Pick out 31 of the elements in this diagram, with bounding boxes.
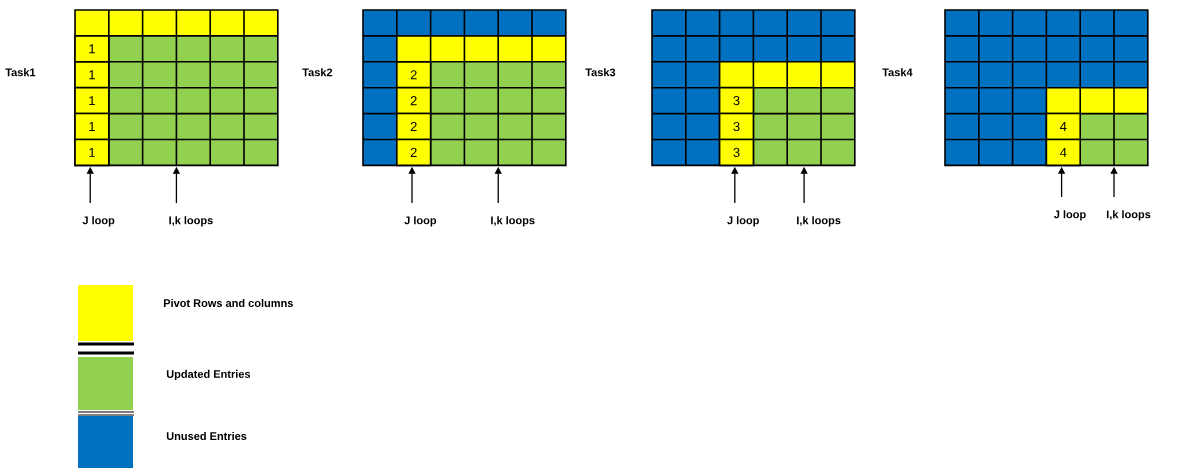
number-cell: 3 <box>718 86 755 115</box>
task-label: Task1 <box>5 68 36 77</box>
number-cell: 1 <box>74 138 110 167</box>
loop-label: J loop <box>404 216 437 227</box>
task-label: Task3 <box>585 68 616 77</box>
legend-label: Updated Entries <box>166 369 251 381</box>
number-cell: 1 <box>74 112 110 141</box>
number-cell: 2 <box>396 61 432 89</box>
loop-label: I,k loops <box>797 216 841 227</box>
number-cell: 2 <box>396 112 432 141</box>
number-cell: 1 <box>74 86 110 115</box>
number-cell: 3 <box>718 138 755 167</box>
number-cell: 3 <box>718 112 755 141</box>
number-cell: 4 <box>1045 138 1081 167</box>
number-cell: 2 <box>396 138 432 167</box>
number-cell: 1 <box>74 61 110 89</box>
number-cell: 4 <box>1045 112 1081 141</box>
matrix-grid-drawing <box>651 9 856 167</box>
loop-label: I,k loops <box>1106 210 1151 221</box>
loop-label: J loop <box>82 216 115 227</box>
task-label: Task2 <box>302 68 333 77</box>
number-cell: 1 <box>74 35 110 63</box>
number-cell: 2 <box>396 86 432 115</box>
loop-label: J loop <box>1053 210 1086 221</box>
loop-label: I,k loops <box>169 216 213 227</box>
loop-label: J loop <box>727 216 759 227</box>
legend-label: Pivot Rows and columns <box>163 298 293 308</box>
matrix-grid-drawing <box>944 9 1149 167</box>
legend-label: Unused Entries <box>166 431 247 441</box>
task-label: Task4 <box>882 68 913 77</box>
loop-label: I,k loops <box>491 216 535 227</box>
